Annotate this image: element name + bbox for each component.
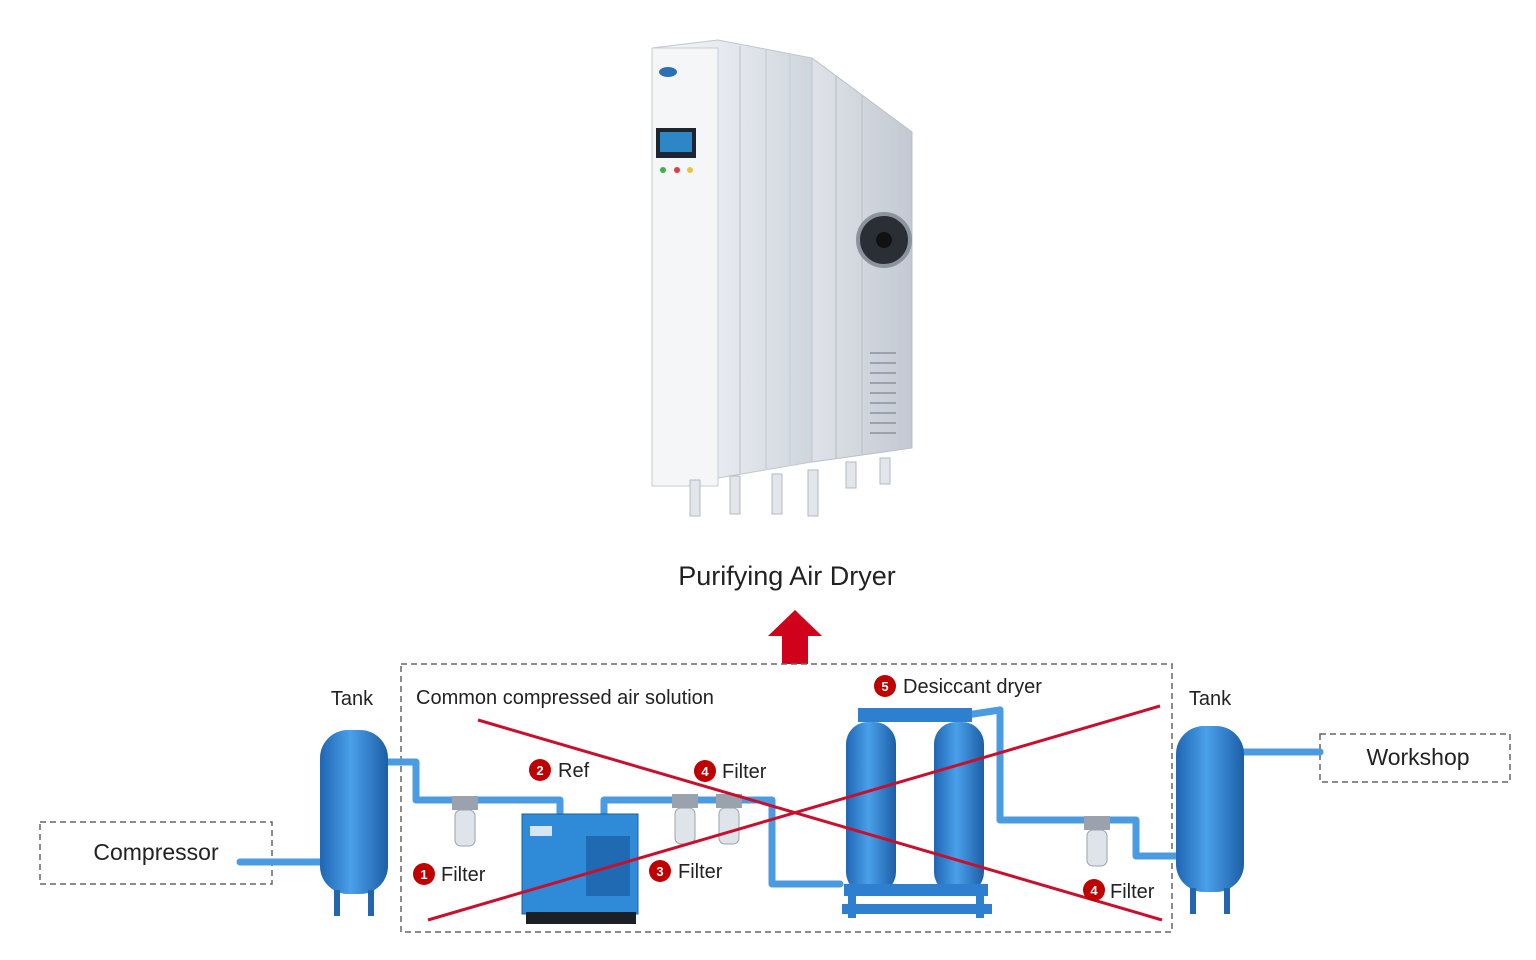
component-label-3: 3 Filter xyxy=(649,860,723,883)
left-air-tank xyxy=(320,730,388,916)
dryer-legs xyxy=(689,457,891,517)
diagram-title: Purifying Air Dryer xyxy=(678,561,896,591)
component-label-4a: 4 Filter xyxy=(694,760,767,783)
compressor-label: Compressor xyxy=(93,839,219,865)
component-label-4b: 4 Filter xyxy=(1083,879,1155,903)
indicator-light-red xyxy=(674,167,680,173)
svg-text:Filter: Filter xyxy=(678,861,723,883)
workshop-label: Workshop xyxy=(1366,744,1469,770)
common-solution-label: Common compressed air solution xyxy=(416,687,714,709)
cross-out-mark xyxy=(427,704,1163,922)
vent-grille xyxy=(870,352,896,434)
brand-logo-icon xyxy=(659,67,677,77)
svg-text:Ref: Ref xyxy=(558,760,590,782)
desiccant-dryer xyxy=(842,708,992,918)
upgrade-arrow-icon xyxy=(768,610,822,664)
svg-text:Desiccant dryer: Desiccant dryer xyxy=(903,676,1042,698)
svg-text:4: 4 xyxy=(1090,883,1098,898)
purifying-air-dryer-unit xyxy=(651,39,913,517)
right-air-tank xyxy=(1176,726,1244,914)
left-tank-label: Tank xyxy=(331,688,374,710)
dryer-control-column xyxy=(651,47,719,487)
svg-text:2: 2 xyxy=(536,763,543,778)
svg-text:3: 3 xyxy=(656,864,663,879)
component-label-1: 1 Filter xyxy=(413,863,486,886)
svg-text:4: 4 xyxy=(701,764,709,779)
filter-unit-3a xyxy=(672,794,698,845)
fan-hub xyxy=(876,232,892,248)
indicator-light-green xyxy=(660,167,666,173)
component-label-2: 2 Ref xyxy=(529,759,590,782)
filter-unit-1 xyxy=(452,796,478,847)
component-label-5: 5 Desiccant dryer xyxy=(874,675,1042,698)
svg-text:Filter: Filter xyxy=(441,864,486,886)
pipe-network xyxy=(236,706,1324,888)
indicator-light-yellow xyxy=(687,167,693,173)
right-tank-label: Tank xyxy=(1189,688,1232,710)
svg-text:1: 1 xyxy=(420,867,427,882)
refrigerated-dryer xyxy=(521,813,639,924)
compressor-box xyxy=(39,821,273,885)
svg-text:Filter: Filter xyxy=(1110,881,1155,903)
svg-text:5: 5 xyxy=(881,679,888,694)
filter-unit-4 xyxy=(1084,816,1110,867)
screen-glow xyxy=(660,132,692,152)
svg-text:Filter: Filter xyxy=(722,761,767,783)
common-solution-box xyxy=(400,663,1173,933)
workshop-box xyxy=(1319,733,1511,783)
filter-unit-3b xyxy=(716,794,742,845)
